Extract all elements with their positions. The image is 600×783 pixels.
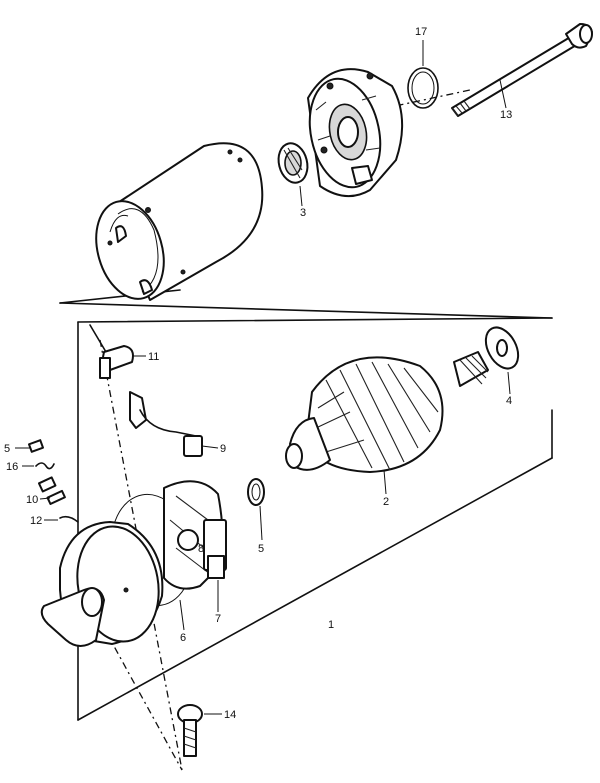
label-1: 1	[328, 619, 334, 631]
label-9: 9	[220, 443, 226, 455]
label-17: 17	[415, 26, 427, 38]
small-hardware-group	[15, 439, 79, 523]
bearing-part	[277, 142, 309, 207]
label-10: 10	[26, 494, 38, 506]
label-2: 2	[383, 496, 389, 508]
callout-labels: 17 13 3 11 4 9 5 16 10 12 2 8 5 6 7 1 14	[4, 26, 512, 721]
end-frame-part	[307, 68, 404, 197]
brush-plate-part	[110, 480, 227, 631]
screw-part	[177, 704, 222, 757]
label-7: 7	[215, 613, 221, 625]
washer-part	[484, 326, 520, 395]
label-12: 12	[30, 515, 42, 527]
brush-clip-part	[99, 345, 146, 379]
brush-spring-part	[129, 391, 219, 457]
o-ring-part	[407, 40, 439, 109]
label-5a: 5	[4, 443, 10, 455]
assembly-outline	[59, 89, 553, 771]
snap-ring-part	[247, 478, 265, 541]
label-14: 14	[224, 709, 236, 721]
through-bolt-part	[451, 23, 593, 117]
yoke-part	[95, 142, 264, 301]
label-16: 16	[6, 461, 18, 473]
label-6: 6	[180, 632, 186, 644]
armature-part	[285, 351, 489, 495]
label-4: 4	[506, 395, 512, 407]
label-5b: 5	[258, 543, 264, 555]
label-13: 13	[500, 109, 512, 121]
label-8: 8	[198, 543, 204, 555]
label-3: 3	[300, 207, 306, 219]
rear-cover-part	[40, 521, 164, 647]
label-11: 11	[148, 351, 159, 363]
